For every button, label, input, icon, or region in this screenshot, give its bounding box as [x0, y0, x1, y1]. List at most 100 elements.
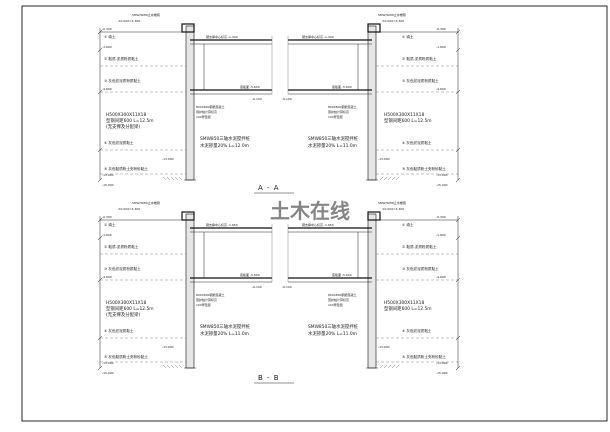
left-layer-label: ④ 灰色淤泥质黏土	[104, 328, 134, 333]
left-pit-bottom-label: 底板面 -5.600	[240, 272, 260, 277]
left-soil-hatch	[170, 364, 175, 369]
right-elev-top: ±0.000=4.300	[382, 19, 404, 23]
right-beam-label: 钢支撑中心标高 -1.300	[302, 34, 334, 39]
right-soil-hatch	[379, 364, 384, 369]
right-layer-elev: -4.600	[436, 275, 446, 279]
right-soil-hatch	[395, 364, 400, 369]
right-elev-ground: -0.300	[436, 215, 446, 219]
right-pile-length: 型钢间距600 L=12.5m	[384, 305, 432, 312]
section-a-title: A - A	[258, 184, 280, 192]
right-dim-tick	[455, 177, 461, 183]
left-layer-elev: -4.600	[102, 87, 112, 91]
right-strut-note: 100厚垫层	[328, 114, 343, 119]
right-layer-label: ⑤ 灰色黏质粉土夹粉砂黏土	[402, 354, 446, 359]
right-elev-pile-bottom: -13.000	[378, 157, 390, 161]
right-mix-label: SMW850三轴水泥搅拌桩	[308, 323, 359, 330]
right-layer-elev: -13.000	[436, 173, 448, 177]
left-strut-note: 100厚垫层	[196, 114, 211, 119]
right-layer-label: ② 黏质-淤质粉质黏土	[402, 244, 437, 249]
right-elev-mix-bottom: -15.000	[436, 371, 448, 375]
right-mix-sub: 水泥掺量20% L=11.0m	[308, 330, 357, 337]
left-dim-tick	[97, 29, 103, 35]
right-layer-elev: -13.000	[436, 361, 448, 365]
left-soil-hatch	[178, 364, 183, 369]
right-elev-bottom: -6.100	[282, 285, 292, 289]
left-dim-tick	[97, 235, 103, 241]
left-strut-note: 100厚垫层	[196, 302, 211, 307]
right-pile-length: 型钢间距600 L=12.5m	[384, 117, 432, 124]
right-elev-top: ±0.000=4.300	[382, 207, 404, 211]
left-soil-hatch	[174, 176, 179, 181]
left-elev-top: ±0.000=4.300	[118, 207, 140, 211]
left-mix-sub: 水泥掺量20% L=11.0m	[200, 330, 249, 337]
right-layer-elev: -4.600	[436, 87, 446, 91]
left-pile-note: (无支撑及分配梁)	[106, 123, 140, 130]
left-layer-label: ③ 灰色淤泥质粉质黏土	[104, 78, 141, 83]
left-layer-label: ③ 灰色淤泥质粉质黏土	[104, 266, 141, 271]
left-elev-top: ±0.000=4.300	[118, 19, 140, 23]
left-mix-sub: 水泥掺量20% L=12.0m	[200, 142, 249, 149]
right-layer-label: ② 黏质-淤质粉质黏土	[402, 56, 437, 61]
right-strut-note: 围护桩计算标高	[328, 297, 349, 302]
left-elev-pile-bottom: -13.000	[162, 345, 174, 349]
right-layer-label: ③ 灰色淤泥质粉质黏土	[402, 266, 439, 271]
left-layer-label: ① 填土	[104, 34, 116, 39]
left-soil-hatch	[162, 364, 167, 369]
right-wall	[367, 25, 377, 181]
right-soil-hatch	[391, 364, 396, 369]
left-dim-tick	[97, 47, 103, 53]
left-soil-hatch	[166, 176, 171, 181]
left-pile-note: (无支撑及分配梁)	[106, 311, 140, 318]
right-top-label: SMW/SMW止水帷幕	[378, 12, 406, 17]
left-strut-note: 800X800钢筋混凝土	[196, 292, 225, 297]
left-elev-ground: -0.300	[102, 27, 112, 31]
left-strut-note: 围护桩计算标高	[196, 297, 217, 302]
left-elev-ground: -0.300	[102, 215, 112, 219]
left-elev-bottom: -6.100	[252, 285, 262, 289]
right-beam-label: 钢支撑中心标高 -1.650	[302, 222, 334, 227]
right-soil-hatch	[383, 176, 388, 181]
right-layer-label: ④ 灰色淤泥质黏土	[402, 140, 432, 145]
right-elev-pile-bottom: -13.000	[378, 345, 390, 349]
right-elev-bottom: -6.100	[282, 97, 292, 101]
left-layer-elev: -1.600	[102, 233, 112, 237]
right-elev-mix-bottom: -15.000	[436, 183, 448, 187]
right-pit-bottom-label: 底板面 -5.600	[332, 272, 352, 277]
left-mix-label: SMW850三轴水泥搅拌桩	[200, 323, 251, 330]
right-pile-spec: H500X300X11X18	[384, 300, 424, 306]
right-strut-note: 800X800钢筋混凝土	[328, 104, 357, 109]
left-pile-length: 型钢间距600 L=12.5m	[106, 305, 154, 312]
right-strut-note: 围护桩计算标高	[328, 109, 349, 114]
left-layer-label: ⑤ 灰色黏质粉土夹粉砂黏土	[104, 354, 148, 359]
right-soil-hatch	[387, 176, 392, 181]
left-layer-label: ② 黏质-淤质粉质黏土	[104, 56, 139, 61]
left-mix-label: SMW850三轴水泥搅拌桩	[200, 135, 251, 142]
right-soil-hatch	[391, 176, 396, 181]
right-strut-note: 100厚垫层	[328, 302, 343, 307]
section-b: ① 填土 ② 黏质-淤质粉质黏土 ③ 灰色淤泥质粉质黏土 ④ 灰色淤泥质黏土 ⑤ 灰色黏…	[97, 200, 461, 375]
right-layer-label: ③ 灰色淤泥质粉质黏土	[402, 78, 439, 83]
right-soil-hatch	[383, 364, 388, 369]
left-strut-note: 800X800钢筋混凝土	[196, 104, 225, 109]
left-dim-tick	[97, 177, 103, 183]
right-layer-label: ① 填土	[402, 34, 414, 39]
left-soil-hatch	[162, 176, 167, 181]
section-a: ① 填土 ② 黏质-淤质粉质黏土 ③ 灰色淤泥质粉质黏土 ④ 灰色淤泥质黏土 ⑤ 灰色黏…	[97, 12, 461, 187]
left-layer-label: ⑤ 灰色黏质粉土夹粉砂黏土	[104, 166, 148, 171]
right-soil-hatch	[379, 176, 384, 181]
right-soil-hatch	[387, 364, 392, 369]
left-beam-label: 钢支撑中心标高 -1.650	[206, 222, 238, 227]
left-elev-pile-bottom: -13.000	[162, 157, 174, 161]
right-layer-label: ① 填土	[402, 222, 414, 227]
section-b-title: B - B	[258, 374, 280, 382]
right-pit-bottom-label: 底板面 -5.600	[332, 84, 352, 89]
left-wall	[185, 25, 195, 181]
right-soil-hatch	[395, 176, 400, 181]
right-dim-tick	[455, 29, 461, 35]
right-strut-note: 800X800钢筋混凝土	[328, 292, 357, 297]
left-dim-tick	[97, 217, 103, 223]
right-dim-tick	[455, 235, 461, 241]
right-crown-beam	[367, 211, 381, 221]
left-layer-elev: -4.600	[102, 275, 112, 279]
